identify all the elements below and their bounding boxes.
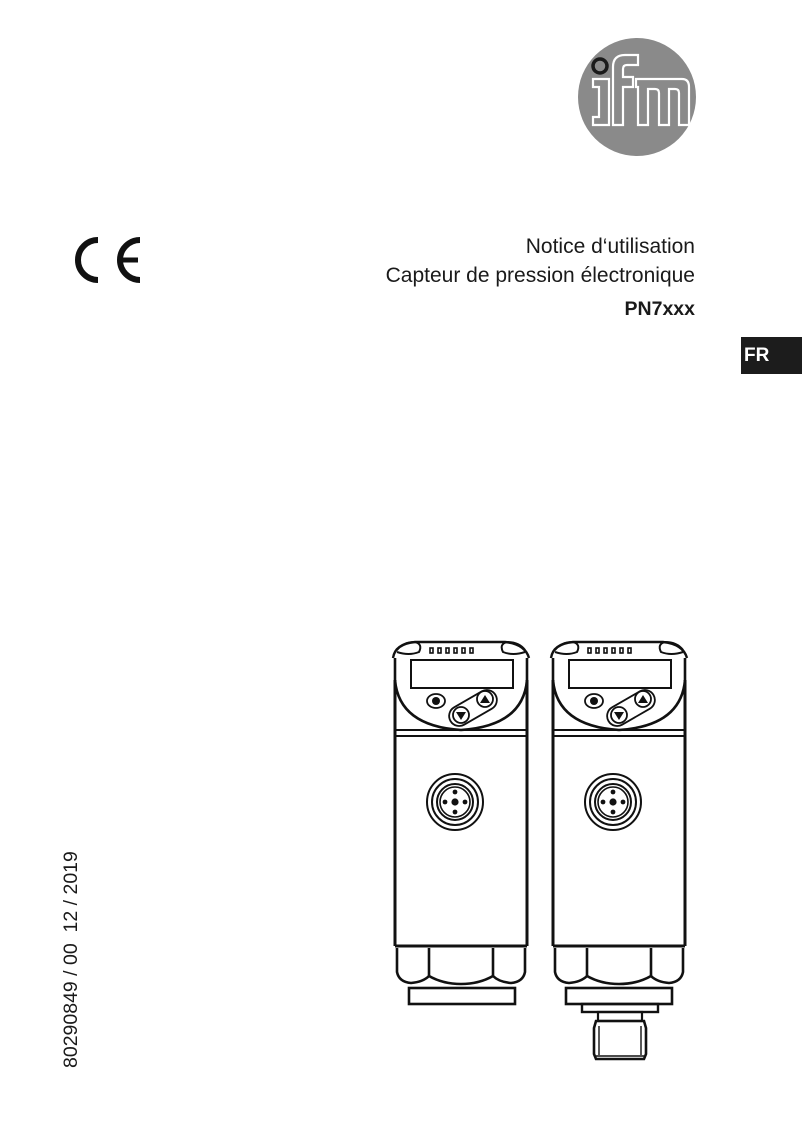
- language-tab: FR: [741, 337, 802, 374]
- document-type-title: Notice d‘utilisation: [525, 235, 695, 258]
- title-block: Notice d‘utilisation Capteur de pression…: [386, 232, 695, 321]
- language-label: FR: [744, 345, 770, 366]
- ce-mark-icon: [75, 237, 141, 283]
- sensor-device-right: [549, 640, 689, 1061]
- device-illustration: [391, 640, 689, 1061]
- model-number: PN7xxx: [624, 298, 695, 320]
- sensor-device-left: [391, 640, 531, 1006]
- document-number: 80290849 / 00 12 / 2019: [60, 851, 82, 1068]
- ifm-logo: [578, 38, 696, 156]
- product-description: Capteur de pression électronique: [385, 264, 695, 287]
